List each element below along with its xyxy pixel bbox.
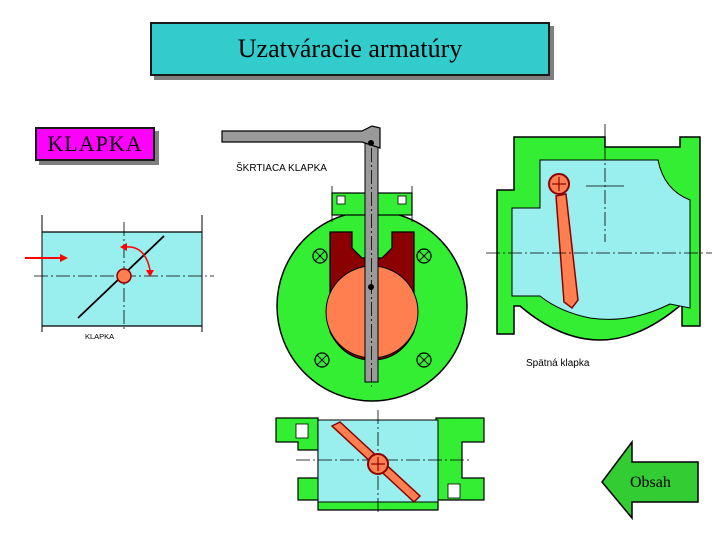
small-pivot (116, 268, 132, 284)
rotation-arrow-icon (120, 243, 154, 277)
small-valve-schematic (25, 215, 214, 332)
back-button[interactable]: Obsah (601, 439, 699, 521)
throttle-valve (221, 125, 468, 402)
bolt-icons (312, 248, 432, 368)
page-title: Uzatváracie armatúry (150, 22, 550, 76)
throttle-handle (221, 125, 381, 149)
butterfly-section (275, 410, 485, 514)
throttle-valve-caption: ŠKRTIACA KLAPKA (236, 161, 327, 174)
check-valve-caption: Spätná klapka (526, 358, 590, 369)
section-label: KLAPKA (35, 127, 155, 161)
small-valve-caption: KLAPKA (85, 332, 114, 341)
check-flap (555, 193, 579, 310)
check-valve (486, 124, 712, 341)
back-button-label: Obsah (630, 474, 671, 491)
flow-arrow-icon (25, 254, 68, 262)
left-arrow-icon (601, 439, 699, 521)
